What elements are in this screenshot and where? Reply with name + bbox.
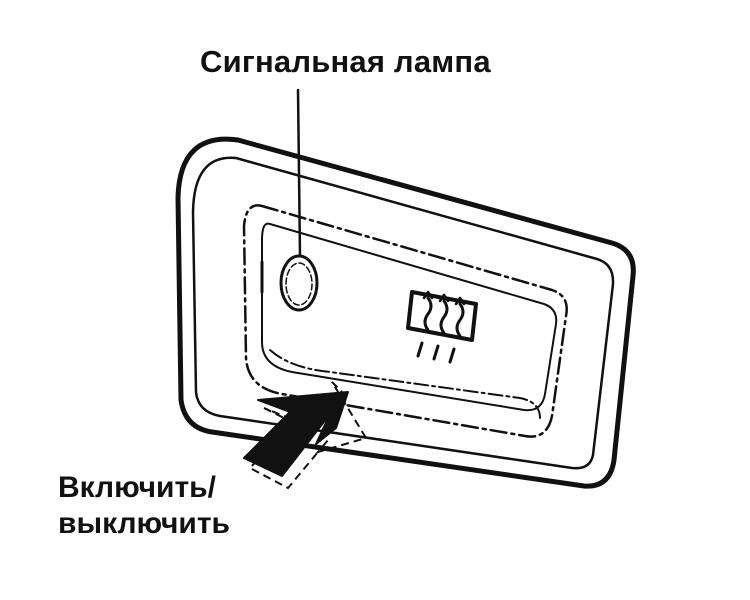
switch-recess-outline — [242, 204, 568, 438]
rocker-lower-edge — [269, 349, 541, 419]
indicator-lamp-label: Сигнальная лампа — [200, 44, 491, 79]
switch-label-line2: выключить — [58, 507, 230, 540]
switch-label: Включить/ выключить — [58, 470, 230, 542]
switch-label-line1: Включить/ — [58, 471, 216, 504]
rear-defroster-icon — [406, 290, 478, 364]
rocker-button-face — [261, 222, 558, 412]
indicator-lamp-inner — [285, 262, 313, 306]
lamp-leader-line — [296, 88, 302, 258]
arrow-icon — [243, 381, 368, 490]
switch-bezel-outer — [175, 136, 636, 489]
switch-bezel-inner — [191, 156, 615, 470]
